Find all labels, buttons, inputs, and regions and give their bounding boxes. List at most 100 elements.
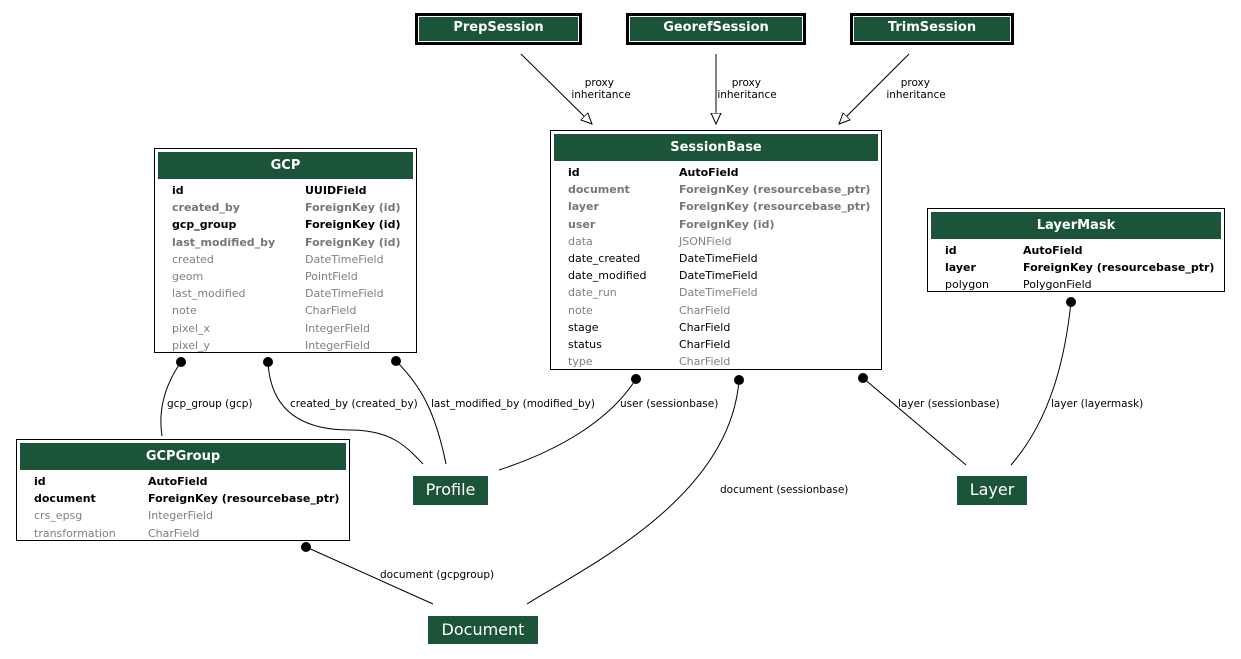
model-title: Profile — [413, 476, 488, 505]
field-name: layer — [568, 200, 599, 214]
field-type: CharField — [679, 303, 731, 317]
field-type: DateTimeField — [679, 286, 758, 300]
field-type: CharField — [679, 320, 731, 334]
field-name: id — [172, 184, 184, 197]
model-georef-session[interactable]: GeorefSession — [626, 13, 806, 45]
field-row: transformation CharField — [34, 525, 345, 542]
field-name: id — [34, 475, 46, 488]
field-type: ForeignKey (resourcebase_ptr) — [148, 492, 340, 506]
field-type: DateTimeField — [679, 269, 758, 283]
model-trim-session[interactable]: TrimSession — [850, 13, 1014, 45]
field-type: ForeignKey (resourcebase_ptr) — [679, 200, 871, 214]
edge-label-gcp-last-modified-by: last_modified_by (modified_by) — [431, 398, 595, 410]
model-title: TrimSession — [851, 14, 1013, 44]
field-type: CharField — [148, 526, 200, 540]
field-type: AutoField — [148, 475, 208, 488]
model-title: PrepSession — [416, 14, 581, 44]
field-type: ForeignKey (id) — [305, 235, 401, 249]
edge-dot-session-layer — [858, 373, 868, 383]
field-type: CharField — [305, 304, 357, 318]
field-name: id — [568, 166, 580, 179]
field-type: AutoField — [679, 166, 739, 179]
field-row: layer ForeignKey (resourcebase_ptr) — [945, 259, 1220, 276]
edge-dot-gcp-created-by — [263, 357, 273, 367]
edge-dot-session-user — [631, 374, 641, 384]
edge-label-session-document: document (sessionbase) — [720, 484, 848, 496]
field-name: created_by — [172, 201, 240, 215]
model-title: GCP — [158, 152, 413, 179]
field-name: date_run — [568, 286, 617, 300]
field-type: ForeignKey (resourcebase_ptr) — [1023, 261, 1215, 275]
field-row: date_modified DateTimeField — [568, 267, 877, 284]
field-row: pixel_x IntegerField — [172, 320, 412, 337]
field-row: last_modified DateTimeField — [172, 285, 412, 302]
field-row: stage CharField — [568, 319, 877, 336]
edge-label-gcp-created-by: created_by (created_by) — [290, 398, 418, 410]
field-type: DateTimeField — [305, 287, 384, 301]
field-type: ForeignKey (id) — [305, 218, 401, 232]
edge-dot-gcpgroup-document — [301, 542, 311, 552]
field-name: transformation — [34, 526, 116, 540]
model-title: SessionBase — [554, 134, 878, 161]
field-type: IntegerField — [148, 509, 213, 523]
field-name: pixel_y — [172, 338, 211, 352]
field-type: CharField — [679, 337, 731, 351]
field-name: date_modified — [568, 269, 647, 283]
field-type: IntegerField — [305, 321, 370, 335]
edge-dot-gcp-gcpgroup — [176, 357, 186, 367]
field-name: pixel_x — [172, 321, 211, 335]
field-type: UUIDField — [305, 184, 367, 197]
field-name: layer — [945, 261, 976, 275]
field-type: PolygonField — [1023, 278, 1092, 292]
model-layer[interactable]: Layer — [957, 476, 1027, 505]
field-row: polygon PolygonField — [945, 276, 1220, 293]
model-document[interactable]: Document — [428, 616, 538, 644]
model-profile[interactable]: Profile — [413, 476, 488, 505]
field-row: gcp_group ForeignKey (id) — [172, 216, 412, 233]
field-name: status — [568, 337, 602, 351]
edge-trim-inheritance — [839, 53, 910, 124]
field-name: type — [568, 355, 593, 369]
field-type: ForeignKey (id) — [679, 217, 775, 231]
edge-session-layer — [862, 377, 967, 466]
field-row: crs_epsg IntegerField — [34, 507, 345, 524]
field-name: polygon — [945, 278, 989, 292]
edge-label-prep-inheritance: proxy inheritance — [571, 77, 630, 101]
edge-layermask-layer — [1010, 301, 1072, 466]
field-name: last_modified — [172, 287, 246, 301]
field-row: status CharField — [568, 336, 877, 353]
edge-label-layermask-layer: layer (layermask) — [1051, 398, 1143, 410]
edge-label-session-layer: layer (sessionbase) — [898, 398, 1000, 410]
model-title: Layer — [957, 476, 1027, 505]
field-name: gcp_group — [172, 218, 237, 232]
field-name: crs_epsg — [34, 509, 83, 523]
edge-gcp-created-by — [267, 361, 424, 465]
edge-label-trim-inheritance: proxy inheritance — [886, 77, 945, 101]
edge-label-gcp-gcpgroup: gcp_group (gcp) — [167, 398, 252, 410]
field-name: stage — [568, 320, 599, 334]
field-type: ForeignKey (resourcebase_ptr) — [679, 183, 871, 197]
field-row: date_run DateTimeField — [568, 284, 877, 301]
model-prep-session[interactable]: PrepSession — [415, 13, 582, 45]
field-type: AutoField — [1023, 244, 1083, 257]
edge-prep-inheritance — [520, 53, 592, 124]
edge-dot-session-document — [734, 375, 744, 385]
field-name: date_created — [568, 251, 641, 265]
